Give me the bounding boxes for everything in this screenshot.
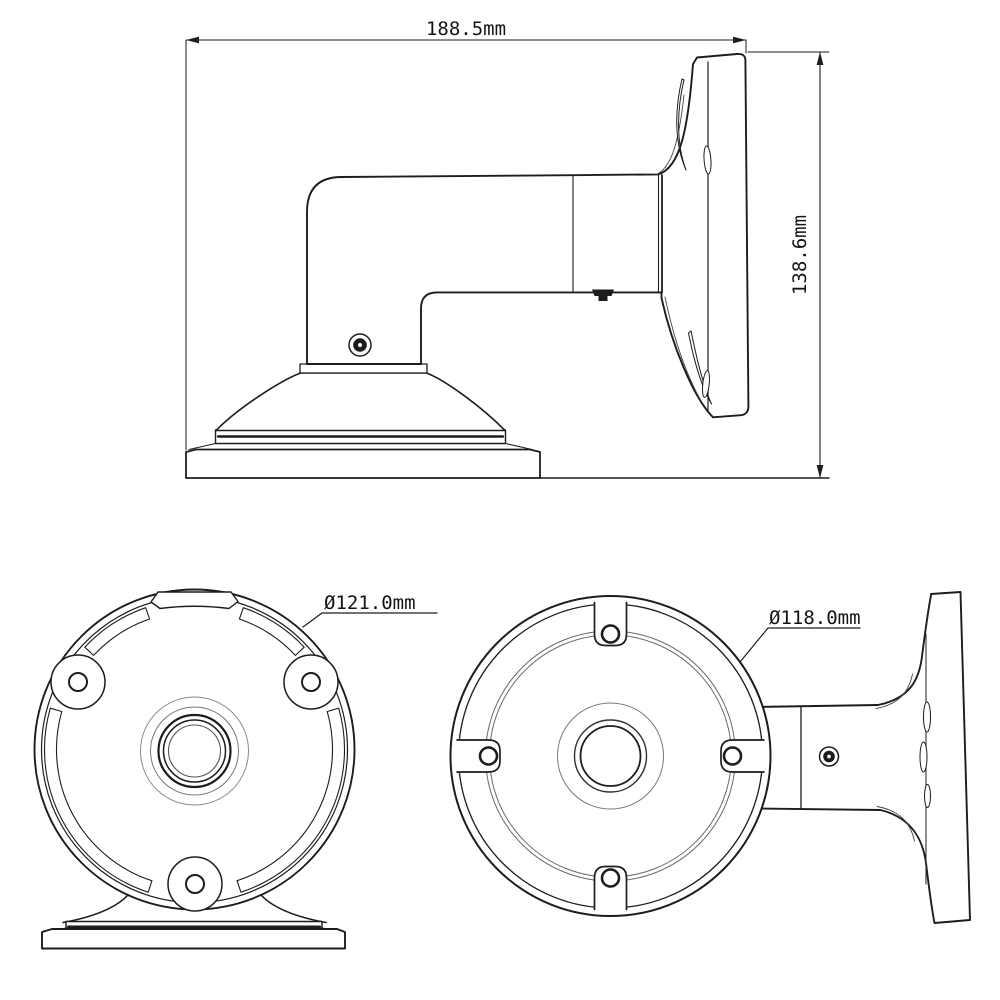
plate-slot-upper	[676, 78, 687, 171]
tab-hole-left	[478, 746, 499, 766]
center-boss	[140, 696, 249, 806]
width-dim-label: 188.5mm	[426, 18, 506, 40]
stem-screw-icon	[348, 333, 372, 357]
arrow-left-icon	[186, 36, 199, 44]
rear-arm-screw-icon	[818, 746, 840, 767]
mount-hole-bottom	[185, 874, 205, 894]
rear-plate-slot-3	[924, 784, 931, 808]
flange-bevel-right	[504, 442, 533, 451]
mount-hole-left	[68, 672, 88, 692]
tab-hole-bottom	[600, 868, 621, 888]
arc-slot-upper-left	[84, 607, 151, 656]
front-diameter-label: Ø121.0mm	[324, 592, 416, 614]
screw-ears	[50, 654, 339, 912]
arrow-up-icon	[816, 52, 824, 65]
plate-slot-lower	[688, 330, 712, 405]
rear-plate-slot-2	[919, 741, 928, 773]
pedestal-step	[299, 363, 428, 374]
arrow-down-icon	[816, 465, 824, 478]
arc-slot-upper-right	[238, 607, 305, 656]
rear-screw-tabs	[456, 601, 765, 911]
plate-slot-oval-lower	[702, 370, 710, 398]
flare-edge-bottom	[664, 296, 701, 400]
pedestal-trumpet	[215, 372, 506, 432]
front-base-plate	[41, 928, 346, 950]
rear-flare-edge-top	[875, 673, 913, 709]
flange-bevel-left	[188, 442, 217, 451]
rear-arm-and-plate	[754, 591, 971, 924]
base-plate	[185, 448, 541, 479]
front-view: Ø121.0mm	[33, 588, 438, 950]
width-dimension: 188.5mm	[185, 18, 747, 451]
alignment-tab	[150, 591, 239, 610]
rear-center-boss	[557, 702, 664, 810]
rear-outer-ring	[449, 595, 772, 917]
arc-slot-lower-left	[43, 707, 153, 893]
front-pedestal	[41, 894, 346, 950]
rear-view: Ø118.0mm	[449, 591, 971, 924]
flare-edge-top	[654, 94, 685, 176]
rear-flare-edge-bottom	[876, 806, 915, 842]
arm-and-plate-outline	[306, 52, 750, 419]
plate-slot-oval-upper	[703, 145, 712, 175]
arm-set-screw-icon	[592, 289, 614, 301]
tab-hole-right	[722, 746, 743, 766]
arc-slot-lower-right	[236, 707, 346, 893]
mount-hole-right	[301, 672, 321, 692]
front-diameter-dimension: Ø121.0mm	[302, 592, 438, 628]
height-dim-label: 138.6mm	[789, 215, 811, 295]
rear-diameter-label: Ø118.0mm	[769, 607, 861, 629]
height-dimension: 138.6mm	[747, 51, 830, 479]
side-view: 188.5mm 138.6mm	[185, 18, 830, 479]
tab-hole-top	[600, 624, 621, 644]
rear-plate-slot-1	[923, 701, 931, 733]
arrow-right-icon	[733, 36, 746, 44]
rear-diameter-dimension: Ø118.0mm	[739, 607, 861, 663]
